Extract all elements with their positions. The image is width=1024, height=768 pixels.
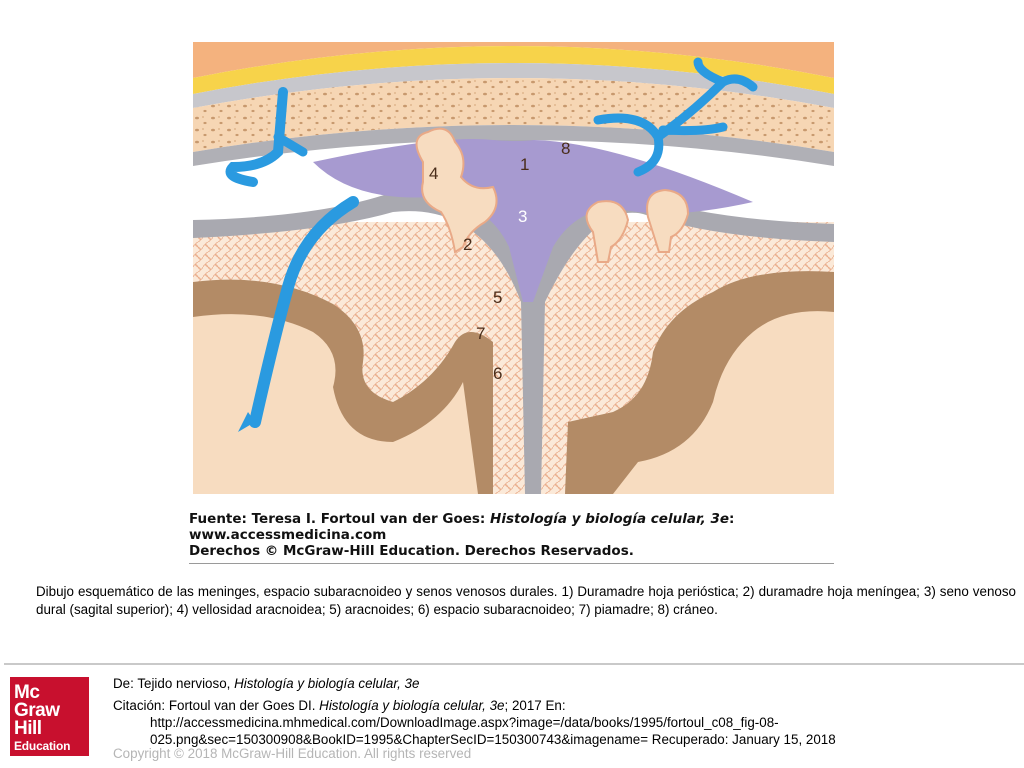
mcgraw-hill-logo: Mc Graw Hill Education: [10, 677, 89, 756]
bridging-vein-left-tip: [238, 412, 255, 432]
citation-prefix: Citación: Fortoul van der Goes DI.: [113, 698, 320, 713]
citation-line: Citación: Fortoul van der Goes DI. Histo…: [113, 697, 566, 714]
label-2: 2: [463, 235, 472, 254]
label-4: 4: [429, 164, 438, 183]
copyright-notice: Copyright © 2018 McGraw-Hill Education. …: [113, 746, 472, 761]
logo-line-mc: Mc: [14, 682, 40, 703]
arachnoid-villus-right-1: [585, 200, 630, 263]
citation-book-title: Histología y biología celular, 3e: [319, 698, 505, 713]
from-book-title: Histología y biología celular, 3e: [234, 676, 420, 691]
source-divider: [189, 563, 834, 564]
citation-url-line-2[interactable]: 025.png&sec=150300908&BookID=1995&Chapte…: [150, 732, 836, 747]
label-3: 3: [518, 207, 527, 226]
citation-suffix: ; 2017 En:: [504, 698, 566, 713]
periosteum-grey-band: [193, 63, 834, 108]
meninges-diagram: 1 2 3 4 5 6 7 8: [193, 42, 834, 494]
source-url[interactable]: www.accessmedicina.com: [189, 527, 387, 543]
figure-source: Fuente: Teresa I. Fortoul van der Goes: …: [189, 511, 834, 559]
logo-line-education: Education: [14, 739, 71, 753]
diploic-vein-right: [593, 57, 758, 177]
label-8: 8: [561, 139, 570, 158]
scalp-yellow-band: [193, 46, 834, 94]
label-6: 6: [493, 364, 502, 383]
scalp-orange-band: [193, 42, 834, 78]
source-book-title: Histología y biología celular, 3e: [490, 511, 729, 527]
from-prefix: De: Tejido nervioso,: [113, 676, 235, 691]
arachnoid-villus-right-2: [646, 188, 690, 253]
source-rights: Derechos © McGraw-Hill Education. Derech…: [189, 543, 634, 559]
logo-line-hill: Hill: [14, 718, 42, 739]
citation-url-line-1[interactable]: http://accessmedicina.mhmedical.com/Down…: [150, 715, 779, 730]
bridging-vein-left: [249, 196, 359, 428]
arachnoid-villus-left: [415, 127, 498, 254]
skull-bone: [193, 78, 834, 152]
label-5: 5: [493, 288, 502, 307]
emissary-vein-left-branch: [273, 132, 308, 157]
dura-periosteal-layer: [193, 125, 834, 166]
source-line-1: Fuente: Teresa I. Fortoul van der Goes: …: [189, 511, 834, 527]
source-author: Fuente: Teresa I. Fortoul van der Goes:: [189, 511, 491, 527]
label-1: 1: [520, 155, 529, 174]
footer-divider: [4, 663, 1024, 665]
source-colon: :: [729, 511, 735, 527]
emissary-vein-left: [225, 87, 288, 187]
from-line: De: Tejido nervioso, Histología y biolog…: [113, 675, 419, 692]
label-7: 7: [476, 324, 485, 343]
figure-caption: Dibujo esquemático de las meninges, espa…: [36, 584, 1016, 617]
right-hemisphere-white-matter: [613, 311, 834, 494]
logo-line-graw: Graw: [14, 700, 60, 721]
